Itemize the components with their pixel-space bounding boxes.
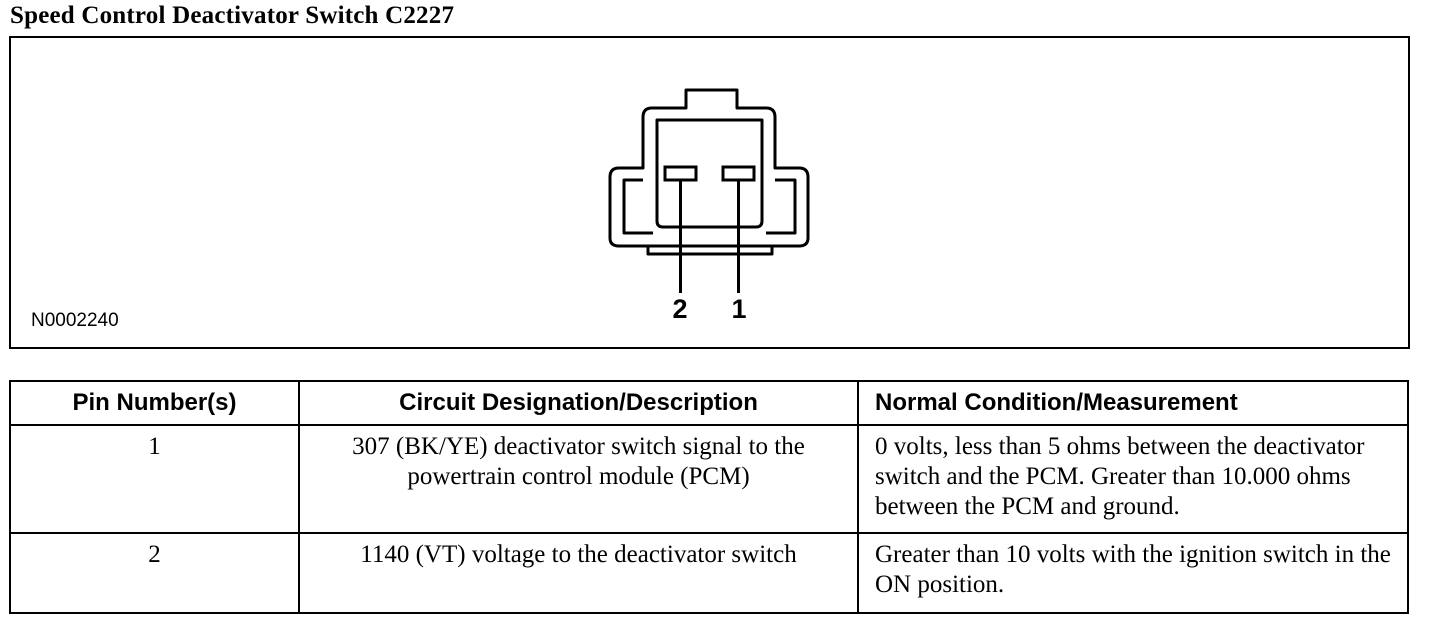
table-row: 2 1140 (VT) voltage to the deactivator s… xyxy=(9,532,1409,614)
connector-cavity xyxy=(655,118,764,229)
table-header-row: Pin Number(s) Circuit Designation/Descri… xyxy=(9,380,1409,426)
cell-circuit: 1140 (VT) voltage to the deactivator swi… xyxy=(298,532,859,614)
header-pin-number: Pin Number(s) xyxy=(9,380,300,426)
table-row: 1 307 (BK/YE) deactivator switch signal … xyxy=(9,424,1409,534)
left-flange-inner xyxy=(622,178,653,235)
terminal-1 xyxy=(721,165,756,182)
right-flange-inner xyxy=(766,178,797,235)
figure-id: N0002240 xyxy=(31,310,119,331)
cell-condition: 0 volts, less than 5 ohms between the de… xyxy=(857,424,1409,534)
cell-condition: Greater than 10 volts with the ignition … xyxy=(857,532,1409,614)
header-circuit: Circuit Designation/Description xyxy=(298,380,859,426)
connector-bottom-rail xyxy=(646,244,774,256)
cell-pin: 1 xyxy=(9,424,300,534)
cell-pin: 2 xyxy=(9,532,300,614)
pin-label-1: 1 xyxy=(731,294,747,324)
header-condition: Normal Condition/Measurement xyxy=(857,380,1409,426)
pin-table: Pin Number(s) Circuit Designation/Descri… xyxy=(9,380,1409,614)
pin-label-2: 2 xyxy=(672,294,688,324)
page-title: Speed Control Deactivator Switch C2227 xyxy=(10,2,455,29)
connector-drawing xyxy=(608,88,810,293)
connector-housing-outline xyxy=(608,88,810,248)
cell-circuit: 307 (BK/YE) deactivator switch signal to… xyxy=(298,424,859,534)
connector-diagram: 2 1 N0002240 xyxy=(9,36,1410,349)
terminal-2 xyxy=(663,165,698,182)
